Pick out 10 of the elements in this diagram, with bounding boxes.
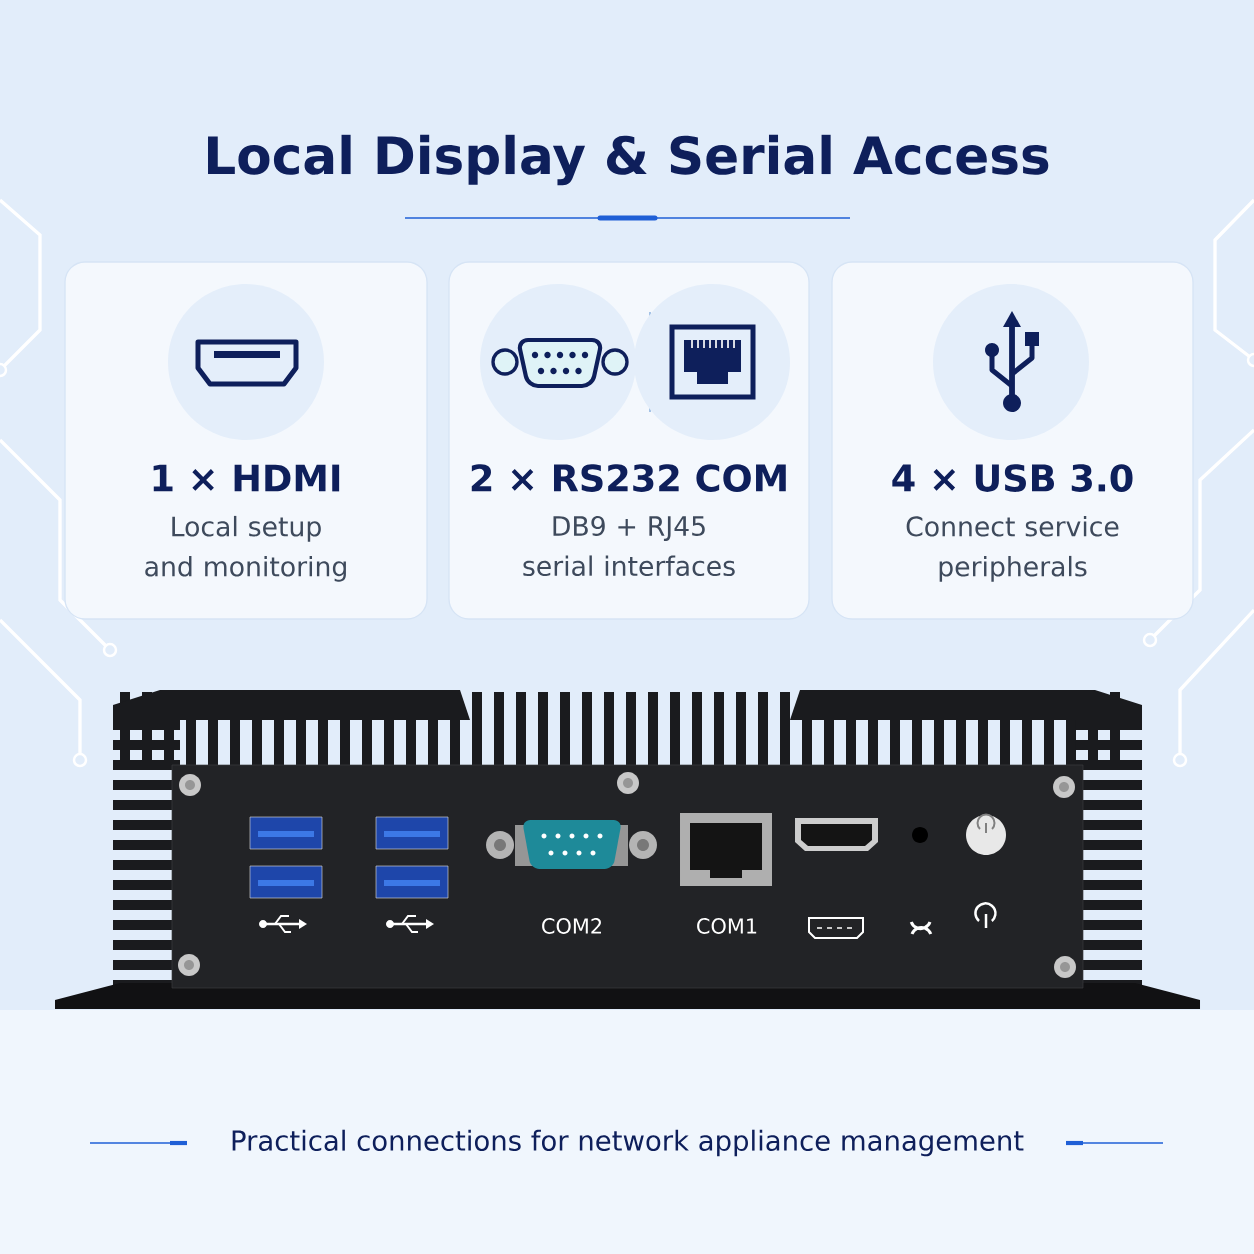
card-description: Local setup and monitoring [145,515,346,582]
card-heading: 1 × HDMI [153,464,340,492]
title: Local Display & Serial Access [208,134,1049,186]
caption: Practical connections for network appliance management [232,1129,1024,1157]
card-description: DB9 + RJ45 serial interfaces [523,515,735,577]
card-description: Connect service peripherals [906,515,1119,582]
port-label: COM2 [542,918,601,934]
card-heading: 2 × RS232 COM [471,464,786,492]
card-heading: 4 × USB 3.0 [892,464,1133,492]
port-label: COM1 [697,918,757,934]
